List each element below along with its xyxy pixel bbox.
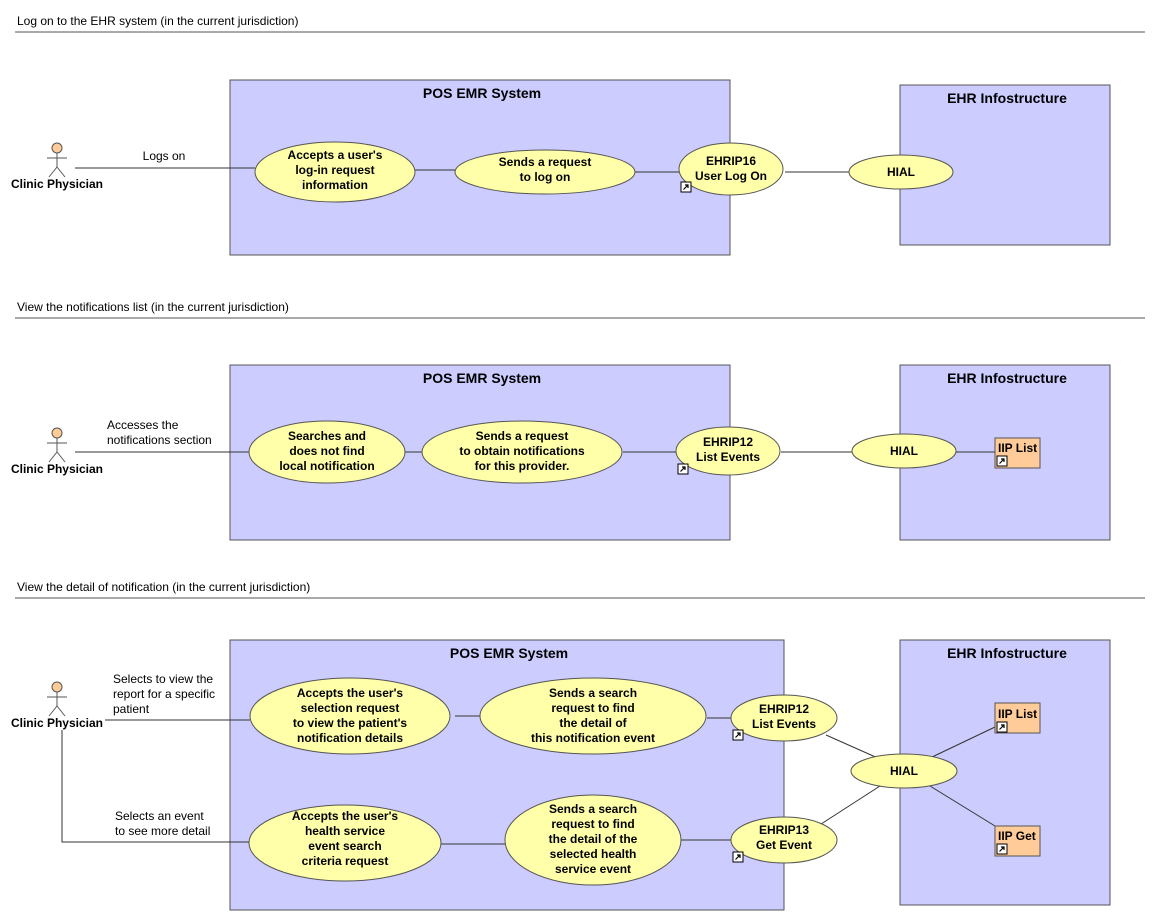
association-line: [817, 785, 881, 827]
svg-text:Sends a search: Sends a search: [549, 802, 637, 816]
svg-text:EHRIP12: EHRIP12: [703, 435, 753, 449]
svg-text:List Events: List Events: [752, 717, 816, 731]
association-label: report for a specific: [113, 687, 215, 701]
svg-text:health service: health service: [305, 824, 385, 838]
svg-text:IIP List: IIP List: [998, 441, 1037, 455]
association-label: to see more detail: [115, 824, 210, 838]
svg-text:this notification event: this notification event: [531, 731, 655, 745]
use-case-ehrip12[interactable]: EHRIP12 List Events: [675, 426, 781, 476]
shortcut-arrow-icon: [996, 721, 1008, 733]
svg-text:Searches and: Searches and: [288, 429, 366, 443]
use-case-accept-event-search[interactable]: Accepts the user's health service event …: [248, 804, 442, 882]
shortcut-arrow-icon: [677, 463, 689, 475]
shortcut-arrow-icon: [996, 455, 1008, 467]
infra-title: EHR Infostructure: [947, 645, 1067, 661]
use-case-accept-login[interactable]: Accepts a user's log-in request informat…: [254, 141, 416, 203]
svg-text:notification details: notification details: [297, 731, 403, 745]
svg-text:IIP Get: IIP Get: [998, 829, 1036, 843]
svg-text:Sends a request: Sends a request: [499, 155, 592, 169]
svg-text:List Events: List Events: [696, 450, 760, 464]
svg-text:to view the patient's: to view the patient's: [293, 716, 408, 730]
stick-figure-actor-icon: [46, 142, 68, 178]
system-title: POS EMR System: [423, 370, 541, 386]
svg-text:the detail of: the detail of: [559, 716, 627, 730]
section-log-on: Log on to the EHR system (in the current…: [11, 14, 1145, 256]
svg-text:Accepts the user's: Accepts the user's: [292, 809, 399, 823]
association-line: [929, 726, 996, 759]
svg-text:Sends a search: Sends a search: [549, 686, 637, 700]
stick-figure-actor-icon: [46, 427, 68, 463]
use-case-ehrip16[interactable]: EHRIP16 User Log On: [678, 142, 784, 196]
svg-text:local notification: local notification: [279, 459, 374, 473]
use-case-search-event-detail[interactable]: Sends a search request to find the detai…: [504, 794, 682, 886]
svg-text:criteria request: criteria request: [302, 854, 389, 868]
shortcut-arrow-icon: [680, 181, 692, 193]
svg-text:for this provider.: for this provider.: [475, 459, 570, 473]
svg-text:EHRIP16: EHRIP16: [706, 154, 756, 168]
section-heading: View the detail of notification (in the …: [17, 580, 310, 594]
svg-text:HIAL: HIAL: [890, 764, 918, 778]
svg-text:to obtain notifications: to obtain notifications: [459, 444, 585, 458]
iip-list-box[interactable]: IIP List: [994, 702, 1041, 734]
use-case-send-login-request[interactable]: Sends a request to log on: [454, 149, 636, 195]
use-case-obtain-notifications[interactable]: Sends a request to obtain notifications …: [421, 420, 623, 484]
use-case-hial[interactable]: HIAL: [848, 154, 954, 190]
system-title: POS EMR System: [423, 85, 541, 101]
svg-text:User Log On: User Log On: [695, 169, 767, 183]
stick-figure-actor-icon: [46, 681, 68, 717]
svg-text:Get Event: Get Event: [756, 838, 812, 852]
svg-text:EHRIP13: EHRIP13: [759, 823, 809, 837]
association-line: [61, 730, 250, 843]
svg-text:the detail of the: the detail of the: [549, 832, 638, 846]
svg-text:log-in request: log-in request: [295, 163, 374, 177]
svg-text:to log on: to log on: [520, 170, 571, 184]
svg-text:service event: service event: [555, 862, 631, 876]
iip-get-box[interactable]: IIP Get: [994, 825, 1041, 857]
svg-text:Accepts a user's: Accepts a user's: [288, 148, 383, 162]
association-label: Selects an event: [115, 809, 204, 823]
svg-text:EHRIP12: EHRIP12: [759, 702, 809, 716]
actor-name: Clinic Physician: [11, 177, 103, 191]
svg-text:IIP List: IIP List: [998, 707, 1037, 721]
use-case-hial[interactable]: HIAL: [851, 433, 957, 469]
association-label: Selects to view the: [113, 672, 213, 686]
svg-text:selected health: selected health: [550, 847, 637, 861]
svg-text:selection request: selection request: [301, 701, 400, 715]
use-case-hial[interactable]: HIAL: [850, 753, 958, 789]
association-line: [825, 734, 881, 760]
actor-name: Clinic Physician: [11, 716, 103, 730]
section-heading: View the notifications list (in the curr…: [17, 300, 289, 314]
infra-title: EHR Infostructure: [947, 90, 1067, 106]
section-heading: Log on to the EHR system (in the current…: [17, 14, 298, 28]
association-label: patient: [113, 702, 150, 716]
shortcut-arrow-icon: [732, 729, 744, 741]
use-case-search-local[interactable]: Searches and does not find local notific…: [248, 420, 406, 484]
association-label: Logs on: [143, 149, 186, 163]
svg-text:Sends a request: Sends a request: [476, 429, 569, 443]
svg-text:HIAL: HIAL: [887, 165, 915, 179]
use-case-ehrip13[interactable]: EHRIP13 Get Event: [730, 816, 838, 864]
svg-text:request to find: request to find: [551, 817, 634, 831]
use-case-search-notification-detail[interactable]: Sends a search request to find the detai…: [479, 677, 707, 755]
iip-list-box[interactable]: IIP List: [994, 437, 1041, 469]
svg-text:HIAL: HIAL: [890, 444, 918, 458]
section-notification-detail: View the detail of notification (in the …: [11, 580, 1145, 911]
use-case-accept-selection[interactable]: Accepts the user's selection request to …: [249, 677, 451, 755]
use-case-ehrip12[interactable]: EHRIP12 List Events: [730, 694, 838, 742]
infra-title: EHR Infostructure: [947, 370, 1067, 386]
system-title: POS EMR System: [450, 645, 568, 661]
association-line: [929, 785, 996, 827]
actor-name: Clinic Physician: [11, 462, 103, 476]
svg-text:Accepts the user's: Accepts the user's: [297, 686, 404, 700]
association-label: notifications section: [107, 433, 212, 447]
svg-text:request to find: request to find: [551, 701, 634, 715]
svg-text:information: information: [302, 178, 368, 192]
svg-text:does not find: does not find: [289, 444, 364, 458]
shortcut-arrow-icon: [996, 843, 1008, 855]
section-notifications-list: View the notifications list (in the curr…: [11, 300, 1145, 541]
association-label: Accesses the: [107, 418, 179, 432]
svg-text:event search: event search: [308, 839, 381, 853]
shortcut-arrow-icon: [732, 851, 744, 863]
